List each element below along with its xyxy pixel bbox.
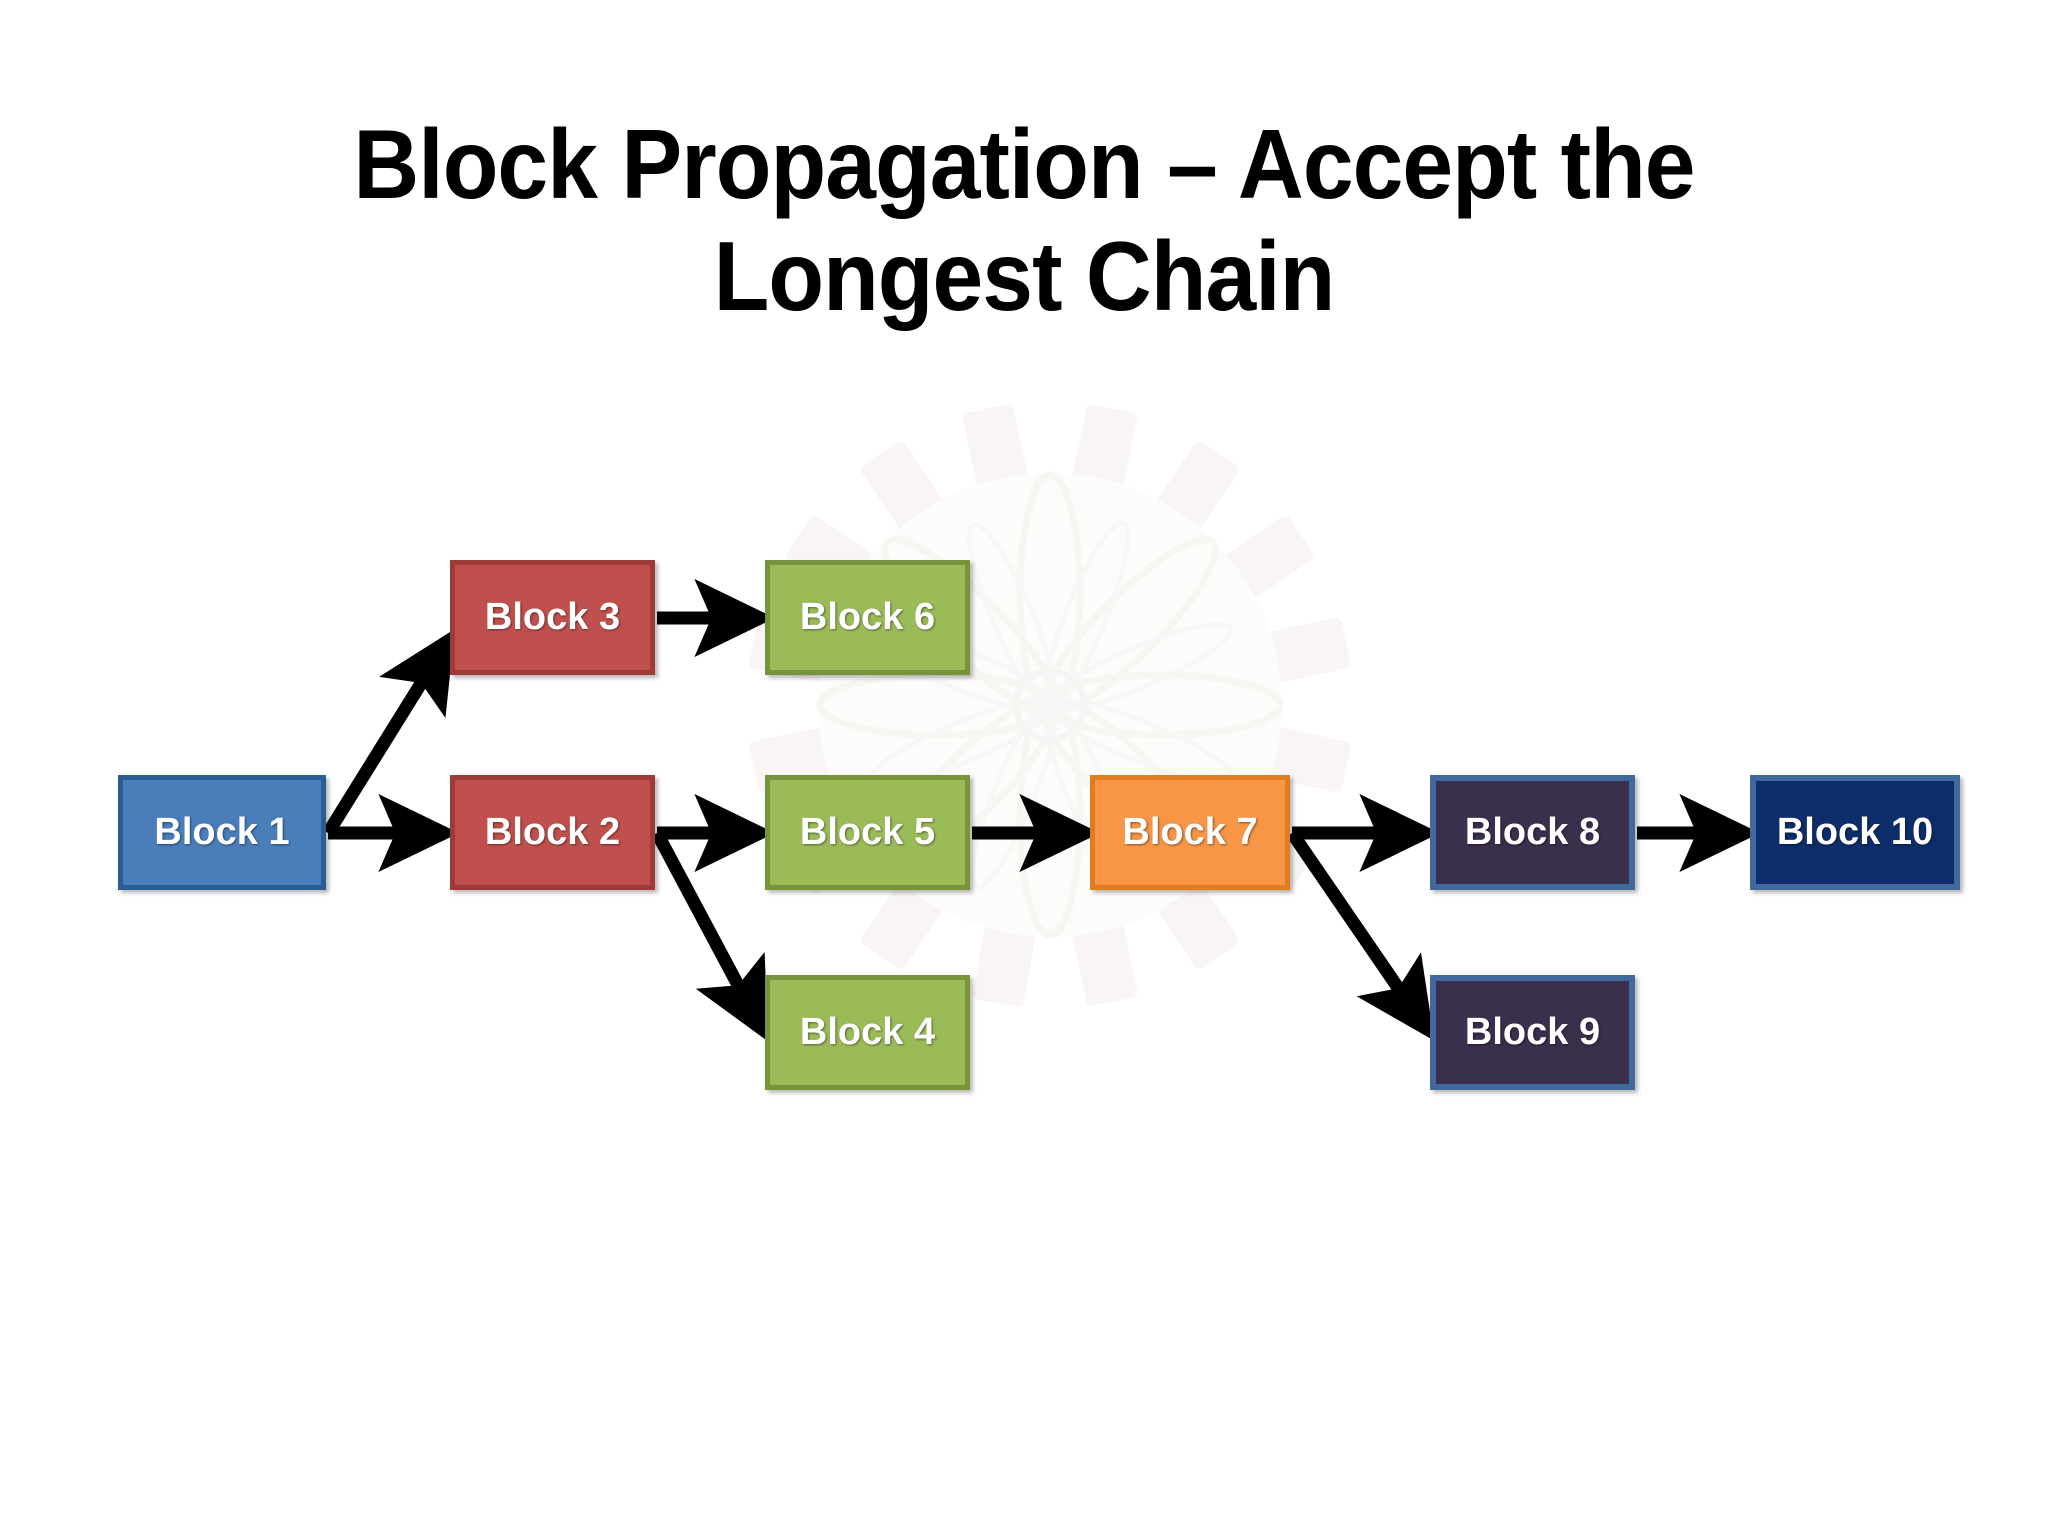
block-node-block10[interactable]: Block 10	[1750, 775, 1960, 890]
block-label: Block 10	[1776, 811, 1934, 853]
block-label: Block 8	[1464, 811, 1601, 853]
block-node-block1[interactable]: Block 1	[118, 775, 326, 890]
block-label: Block 5	[799, 811, 936, 853]
block-node-block2[interactable]: Block 2	[450, 775, 655, 890]
block-label: Block 3	[484, 596, 621, 638]
arrow-block1-to-block3	[322, 628, 455, 837]
block-node-block4[interactable]: Block 4	[765, 975, 970, 1090]
block-node-block7[interactable]: Block 7	[1090, 775, 1290, 890]
slide-title: Block Propagation – Accept the Longest C…	[353, 108, 1695, 332]
arrow-block2-to-block4	[651, 829, 769, 1042]
block-node-block6[interactable]: Block 6	[765, 560, 970, 675]
block-label: Block 6	[799, 596, 936, 638]
block-node-block3[interactable]: Block 3	[450, 560, 655, 675]
block-node-block8[interactable]: Block 8	[1430, 775, 1635, 890]
block-label: Block 7	[1122, 811, 1258, 853]
block-label: Block 9	[1464, 1011, 1601, 1053]
block-node-block5[interactable]: Block 5	[765, 775, 970, 890]
arrow-block7-to-block9	[1286, 829, 1435, 1041]
block-label: Block 4	[799, 1011, 936, 1053]
block-label: Block 1	[154, 811, 290, 853]
block-label: Block 2	[484, 811, 621, 853]
block-node-block9[interactable]: Block 9	[1430, 975, 1635, 1090]
